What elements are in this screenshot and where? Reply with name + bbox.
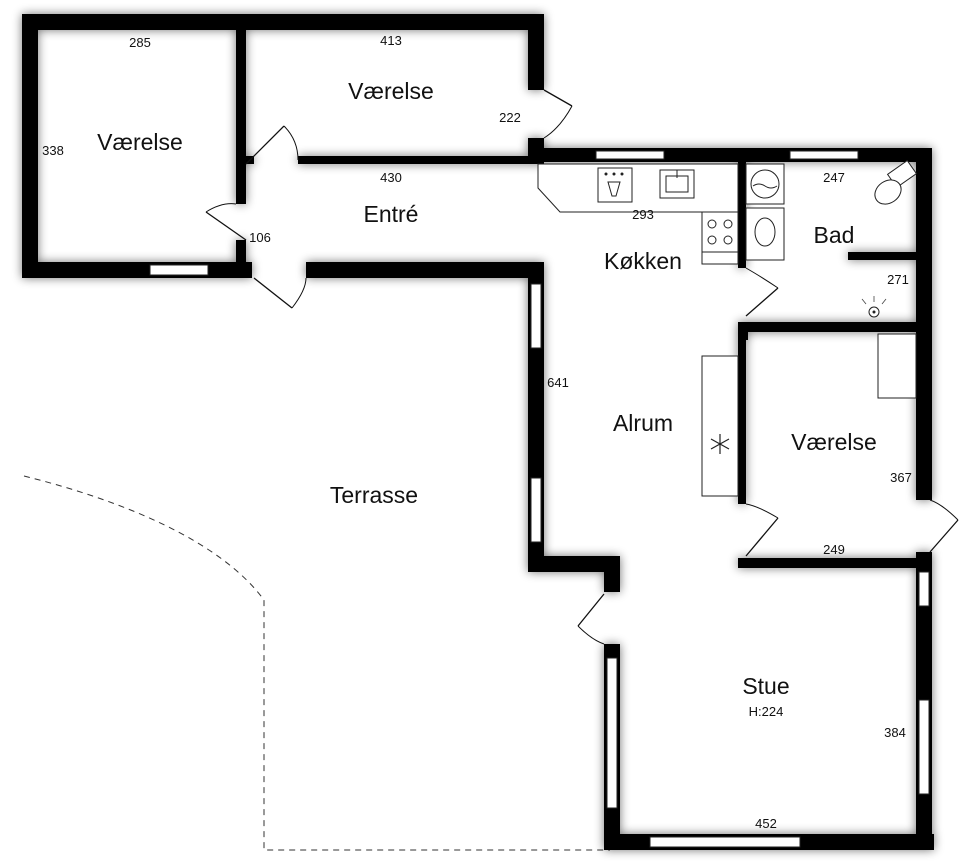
stove-icon	[707, 219, 733, 245]
room-label-kokken: Køkken	[604, 248, 682, 274]
toilet-icon	[874, 159, 918, 205]
shower-icon	[861, 296, 887, 318]
room-label-vaerelse-top: Værelse	[348, 78, 434, 104]
room-label-bad: Bad	[814, 222, 855, 248]
room-label-vaerelse-left: Værelse	[97, 129, 183, 155]
dimension-label: 430	[380, 170, 402, 185]
dishwasher-icon	[597, 167, 633, 203]
room-label-vaerelse-right: Værelse	[791, 429, 877, 455]
dimension-label: 222	[499, 110, 521, 125]
sink-icon-bath	[745, 207, 785, 261]
dimension-label: 367	[890, 470, 912, 485]
dimension-label: 106	[249, 230, 271, 245]
dimension-label: 247	[823, 170, 845, 185]
sink-icon	[659, 169, 695, 199]
closet	[877, 333, 917, 399]
dimension-label: 338	[42, 143, 64, 158]
dimension-label: 293	[632, 207, 654, 222]
room-label-alrum: Alrum	[613, 410, 673, 436]
room-label-entre: Entré	[364, 201, 419, 227]
terrace-outline	[23, 475, 610, 851]
ceiling-height-label: H:224	[749, 704, 784, 719]
windows	[149, 150, 930, 848]
snowflake-icon	[710, 434, 730, 454]
fridge-counter	[701, 355, 739, 497]
dimension-label: 384	[884, 725, 906, 740]
dimension-label: 641	[547, 375, 569, 390]
dimension-label: 249	[823, 542, 845, 557]
dimension-label: 285	[129, 35, 151, 50]
dimension-label: 271	[887, 272, 909, 287]
room-label-stue: Stue	[742, 673, 789, 699]
dimension-label: 413	[380, 33, 402, 48]
doors	[205, 89, 959, 645]
dimension-label: 452	[755, 816, 777, 831]
room-label-terrasse: Terrasse	[330, 482, 418, 508]
washing-machine-icon	[745, 163, 785, 205]
